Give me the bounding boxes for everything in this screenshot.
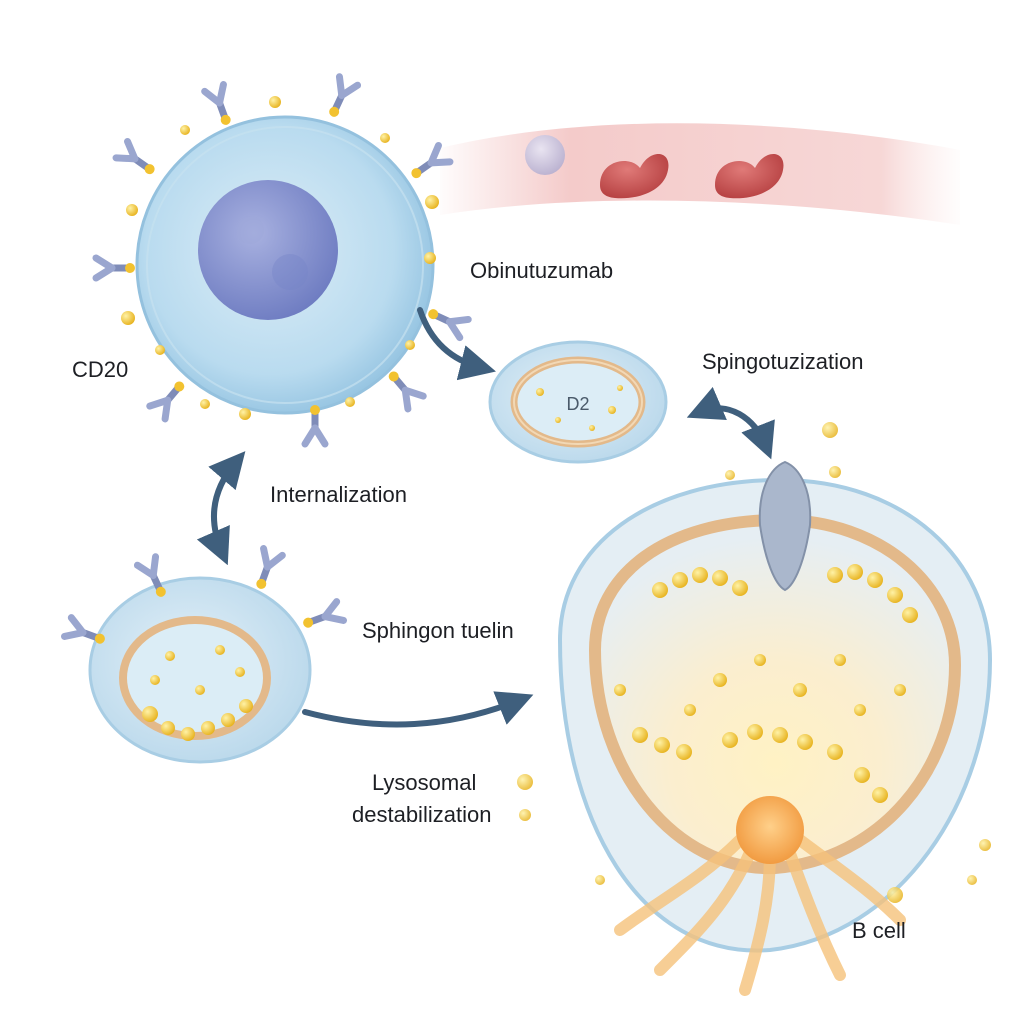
- red-blood-cell-icon: [600, 153, 669, 199]
- lysis-burst: [614, 796, 906, 996]
- internalizing-cell: [65, 549, 344, 764]
- nucleus-icon: [198, 180, 338, 320]
- lysosomal-label-line1: Lysosomal: [372, 770, 477, 795]
- b-cell-label: B cell: [852, 918, 906, 943]
- antibody-icon: [323, 77, 358, 121]
- sphingomyelin-label: Sphingon tuelin: [362, 618, 514, 643]
- obinutuzumab-label: Obinutuzumab: [470, 258, 614, 283]
- antibody-icon: [116, 141, 159, 180]
- membrane-pore: [758, 460, 812, 592]
- b-cell: [517, 422, 993, 996]
- antibody-icon: [150, 376, 190, 419]
- cd20-expressing-cell: [96, 77, 468, 444]
- spingotuzization-label: Spingotuzization: [702, 349, 864, 374]
- cd20-label: CD20: [72, 357, 129, 382]
- curved-arrow-icon: [196, 451, 246, 566]
- surface-particles: [121, 96, 439, 420]
- white-blood-cell: [525, 135, 565, 175]
- released-particles: [614, 564, 918, 803]
- internalization-label: Internalization: [270, 482, 407, 507]
- blood-vessel: [440, 123, 960, 225]
- cd20-vesicle: [488, 340, 668, 464]
- curved-arrow-icon: [686, 386, 775, 460]
- curved-arrow-icon: [417, 307, 496, 381]
- antibody-icon: [205, 85, 237, 128]
- antibody-icon: [300, 602, 343, 634]
- antibody-icon: [250, 549, 282, 592]
- vesicle-tag: D2: [566, 394, 589, 414]
- red-blood-cell-icon: [715, 153, 784, 199]
- antibody-icon: [96, 258, 135, 278]
- curved-arrow-icon: [302, 691, 534, 728]
- lysosomal-label-line2: destabilization: [352, 802, 492, 827]
- antibody-icon: [383, 366, 423, 409]
